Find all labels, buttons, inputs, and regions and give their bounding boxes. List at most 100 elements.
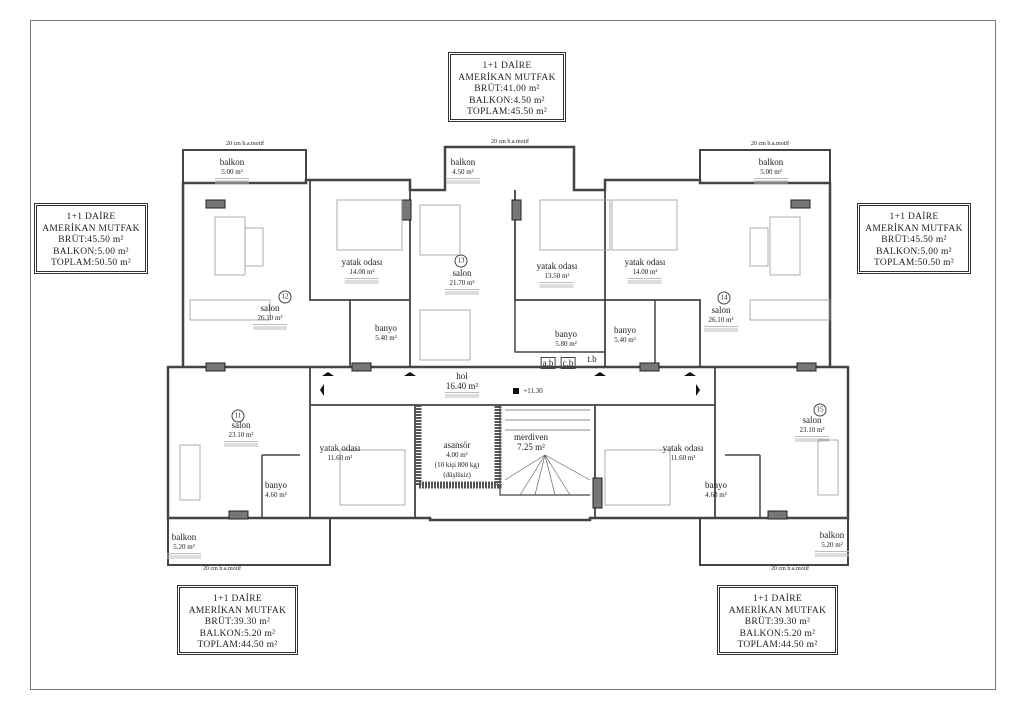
kitchen-type: AMERİKAN MUTFAK	[42, 223, 140, 234]
room-name: hol	[456, 371, 468, 381]
room-name: yatak odası	[536, 261, 578, 271]
room-name: salon	[711, 305, 731, 315]
room-area: 26.10 m²	[708, 316, 734, 324]
room-area: 5.40 m²	[375, 334, 397, 342]
gross-area: BRÜT:39.30 m²	[744, 617, 811, 627]
unit-info-bottom-left: 1+1 DAİRE AMERİKAN MUTFAK BRÜT:39.30 m² …	[177, 585, 298, 655]
motif-label: 20 cm b.a.motif	[491, 139, 529, 145]
room-area: 4.60 m²	[265, 491, 287, 499]
total-area: TOPLAM:44.50 m²	[197, 640, 278, 650]
room-area: 23.10 m²	[228, 431, 254, 439]
motif-label: 20 cm b.a.motif	[203, 566, 241, 572]
unit-info-bottom-right: 1+1 DAİRE AMERİKAN MUTFAK BRÜT:39.30 m² …	[717, 585, 838, 655]
unit-info-top: 1+1 DAİRE AMERİKAN MUTFAK BRÜT:41.00 m² …	[448, 52, 566, 122]
room-area: 23.10 m²	[799, 426, 825, 434]
balcony-area: BALKON:5.20 m²	[739, 628, 816, 639]
kitchen-type: AMERİKAN MUTFAK	[865, 223, 963, 234]
room-area: 5.20 m²	[173, 543, 195, 551]
balcony-area: BALKON:5.00 m²	[53, 246, 129, 257]
unit-type: 1+1 DAİRE	[482, 61, 532, 71]
gross-area: BRÜT:45.50 m²	[881, 235, 947, 245]
room-name: yatak odası	[624, 257, 666, 267]
kitchen-type: AMERİKAN MUTFAK	[458, 72, 556, 83]
room-area: 21.70 m²	[449, 279, 475, 287]
room-name: balkon	[219, 157, 245, 167]
total-area: TOPLAM:45.50 m²	[466, 107, 547, 117]
balcony-area: BALKON:5.20 m²	[199, 628, 276, 639]
room-name: balkon	[819, 530, 845, 540]
unit-type: 1+1 DAİRE	[213, 594, 262, 604]
balcony-area: BALKON:4.50 m²	[469, 95, 545, 106]
unit-number: 14	[717, 291, 731, 305]
elevator-capacity: (10 kişi 800 kg)	[434, 461, 480, 469]
kitchen-type: AMERİKAN MUTFAK	[728, 605, 827, 616]
room-area: 4.50 m²	[452, 168, 474, 176]
unit-info-right: 1+1 DAİRE AMERİKAN MUTFAK BRÜT:45.50 m² …	[857, 203, 971, 274]
room-area: 5.80 m²	[555, 340, 577, 348]
gross-area: BRÜT:39.30 m²	[204, 617, 271, 627]
total-area: TOPLAM:44.50 m²	[737, 640, 818, 650]
kitchen-type: AMERİKAN MUTFAK	[188, 605, 287, 616]
motif-label: 20 cm b.a.motif	[751, 141, 789, 147]
shaft-ab: a.b	[540, 357, 556, 369]
room-name: salon	[231, 420, 251, 430]
shaft-tb: t.b	[587, 354, 597, 364]
room-name: asansör	[443, 440, 471, 450]
unit-number: 13	[454, 254, 468, 268]
room-area: 4.60 m²	[705, 491, 727, 499]
unit-number: 11	[231, 409, 245, 423]
level-marker: +11.30	[523, 387, 543, 395]
room-name: merdiven	[514, 432, 548, 442]
room-name: yatak odası	[319, 443, 361, 453]
room-name: banyo	[375, 323, 397, 333]
room-area: 16.40 m²	[445, 381, 479, 391]
unit-info-left: 1+1 DAİRE AMERİKAN MUTFAK BRÜT:45.50 m² …	[34, 203, 148, 274]
room-name: banyo	[555, 329, 577, 339]
total-area: TOPLAM:50.50 m²	[873, 258, 954, 268]
room-name: banyo	[265, 480, 287, 490]
room-area: 14.00 m²	[632, 268, 658, 276]
unit-type: 1+1 DAİRE	[753, 594, 802, 604]
room-area: 5.40 m²	[614, 336, 636, 344]
unit-number: 15	[813, 403, 827, 417]
room-name: balkon	[758, 157, 784, 167]
room-area: 11.60 m²	[670, 454, 696, 462]
room-area: 4.00 m²	[446, 451, 468, 459]
total-area: TOPLAM:50.50 m²	[50, 258, 131, 268]
gross-area: BRÜT:41.00 m²	[474, 84, 540, 94]
room-name: salon	[802, 415, 822, 425]
room-name: balkon	[450, 157, 476, 167]
room-area: 14.00 m²	[349, 268, 375, 276]
shaft-cb: c.b	[560, 357, 576, 369]
room-area: 5.00 m²	[221, 168, 243, 176]
room-name: yatak odası	[662, 443, 704, 453]
room-area: 5.00 m²	[760, 168, 782, 176]
room-name: salon	[260, 303, 280, 313]
room-area: 13.50 m²	[544, 272, 570, 280]
room-name: salon	[452, 268, 472, 278]
elevator-note: (düşlüsiz)	[443, 471, 471, 479]
